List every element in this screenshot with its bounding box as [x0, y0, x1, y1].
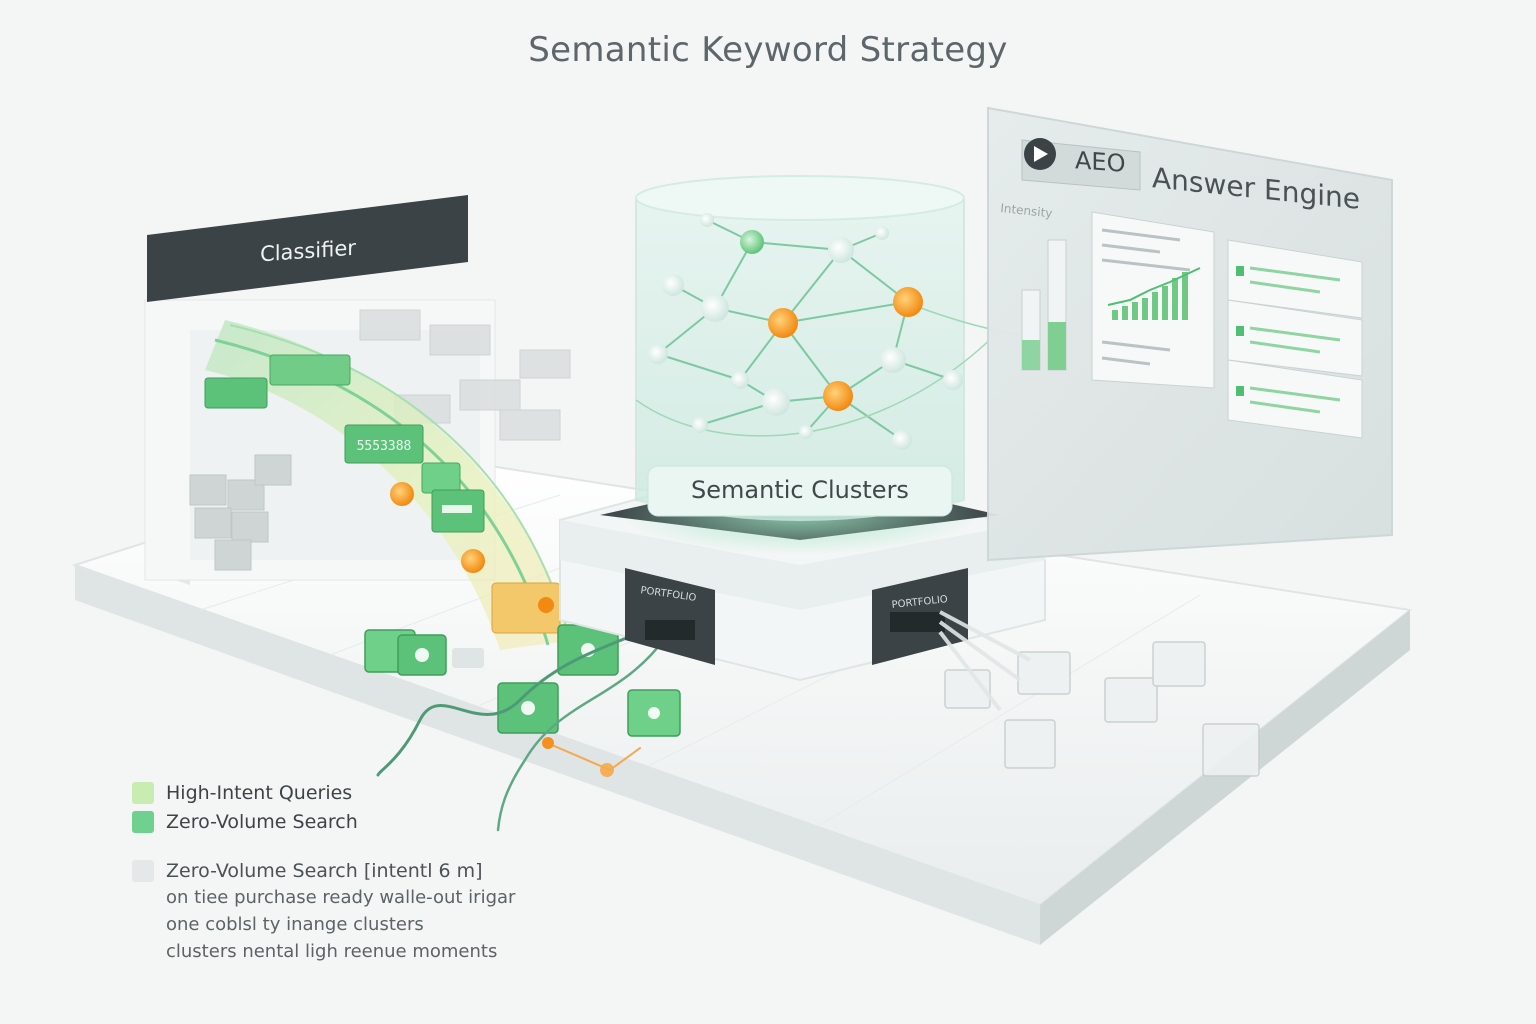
legend-item: High-Intent Queries	[132, 778, 358, 807]
legend: High-Intent Queries Zero-Volume Search	[132, 778, 358, 836]
arc-orange-node	[461, 549, 485, 573]
legend-label: High-Intent Queries	[166, 781, 353, 804]
green-tags	[204, 354, 485, 533]
legend-item: Zero-Volume Search	[132, 807, 358, 836]
legend-swatch	[132, 810, 154, 833]
cluster-nodes	[648, 213, 963, 450]
description-line: on tiee purchase ready walle-out irigar	[166, 887, 516, 908]
platform-edge-right	[1040, 610, 1410, 945]
semantic-clusters-label: Semantic Clusters	[691, 476, 909, 504]
legend-label: Zero-Volume Search	[166, 810, 358, 833]
description-heading: Zero-Volume Search [intentl 6 m]	[166, 859, 483, 882]
page-title: Semantic Keyword Strategy	[528, 30, 1008, 70]
description-swatch	[132, 859, 154, 882]
classifier-grey-blocks	[189, 454, 292, 571]
port-left	[625, 568, 715, 665]
classifier-badge	[344, 424, 424, 464]
description-block: Zero-Volume Search [intentl 6 m]	[132, 857, 483, 884]
floating-tiles	[359, 309, 571, 441]
classifier-header	[147, 195, 468, 302]
description-line: clusters nental ligh reenue moments	[166, 941, 498, 962]
answer-result-cards	[1227, 239, 1363, 439]
platform-edge-left	[75, 565, 1040, 945]
legend-swatch	[132, 781, 154, 804]
description-line: one coblsl ty inange clusters	[166, 914, 424, 935]
output-tiles	[944, 641, 1260, 777]
arc-orange-node	[390, 482, 414, 506]
answer-engine-side-label: Intensity	[1000, 201, 1053, 220]
classifier-badge-code: 5553388	[357, 439, 412, 454]
aeo-tag: AEO	[1075, 146, 1126, 178]
